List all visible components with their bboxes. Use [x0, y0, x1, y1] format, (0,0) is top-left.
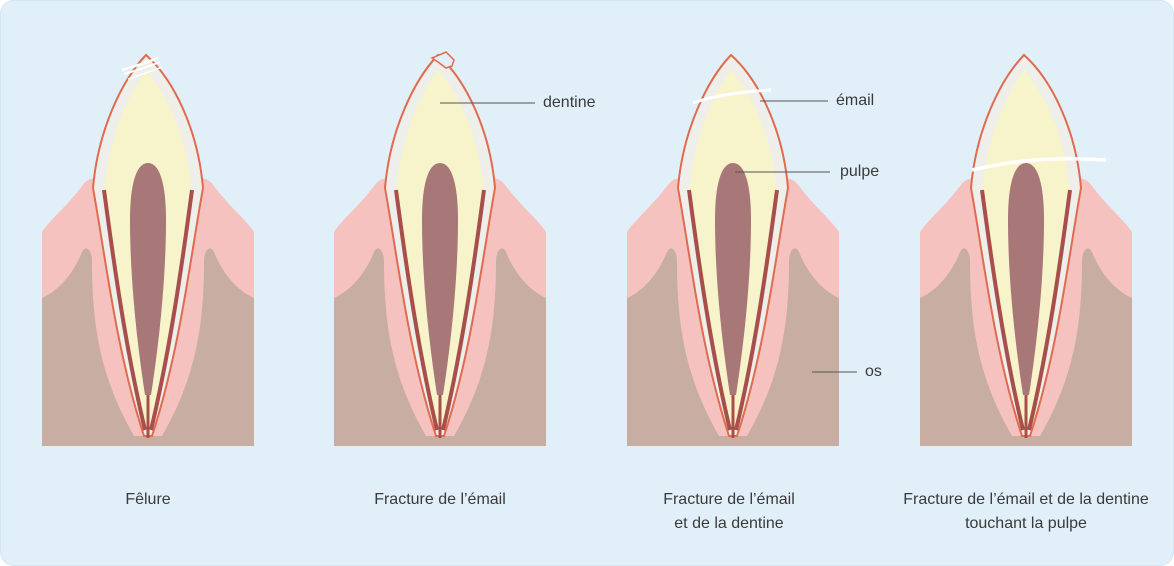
caption-felure: Fêlure — [18, 488, 278, 512]
caption-enamel-dentine-fracture: Fracture de l’émail et de la dentine — [599, 488, 859, 536]
label-pulpe: pulpe — [840, 163, 880, 180]
caption-felure-text: Fêlure — [125, 491, 171, 508]
caption-line-2: touchant la pulpe — [965, 515, 1087, 532]
caption-line-1: Fracture de l’émail et de la dentine — [903, 491, 1149, 508]
fracture-line — [692, 88, 772, 105]
chipped-tip — [430, 51, 455, 69]
fracture-line — [971, 157, 1107, 172]
caption-enamel-fracture-text: Fracture de l’émail — [374, 491, 506, 508]
tooth-enamel-fracture — [334, 51, 546, 446]
tooth-pulp-fracture — [920, 54, 1132, 446]
caption-pulp-fracture: Fracture de l’émail et de la dentine tou… — [878, 488, 1174, 536]
crack-lines — [121, 56, 163, 80]
caption-line-2: et de la dentine — [674, 515, 784, 532]
tooth-felure — [42, 54, 254, 446]
label-os: os — [865, 363, 882, 380]
caption-line-1: Fracture de l’émail — [663, 491, 795, 508]
caption-enamel-fracture: Fracture de l’émail — [310, 488, 570, 512]
tooth-enamel-dentine-fracture — [627, 54, 839, 446]
label-dentine: dentine — [543, 94, 596, 111]
label-email: émail — [836, 92, 875, 109]
